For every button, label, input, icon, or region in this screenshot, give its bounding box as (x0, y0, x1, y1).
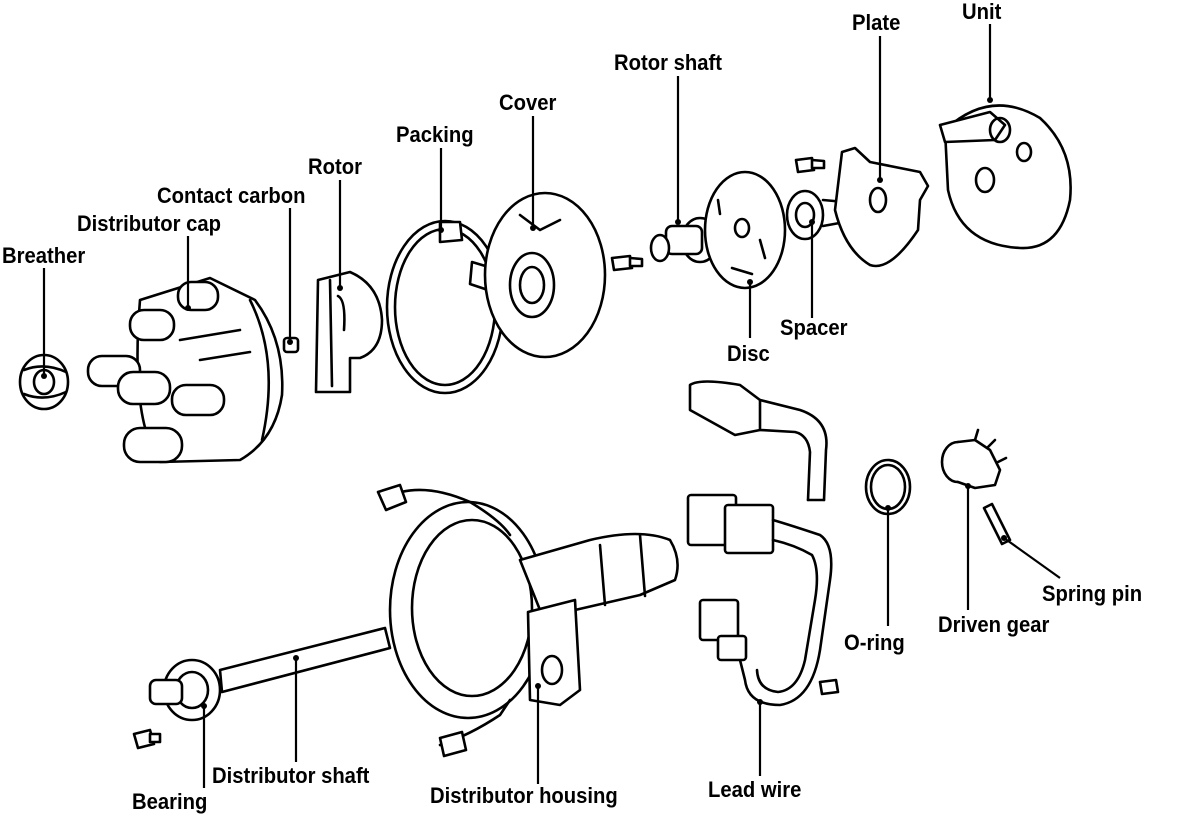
label-packing: Packing (396, 122, 474, 147)
label-rotor: Rotor (308, 154, 362, 179)
label-spring-pin: Spring pin (1042, 581, 1143, 606)
label-lead-wire: Lead wire (708, 777, 802, 802)
distributor-cap-part (86, 276, 284, 464)
label-bearing: Bearing (132, 789, 208, 814)
label-driven-gear: Driven gear (938, 612, 1050, 637)
leader-dots (41, 97, 1007, 709)
distributor-shaft-part (148, 626, 392, 722)
lead-wire-harness-part (686, 493, 833, 707)
label-distributor-cap: Distributor cap (77, 211, 221, 236)
label-spacer: Spacer (780, 315, 848, 340)
screw-parts (132, 156, 840, 750)
packing-part (385, 219, 505, 395)
driven-gear-part (940, 428, 1008, 490)
leader-lines (42, 24, 1061, 788)
rotor-part (314, 270, 384, 394)
label-breather: Breather (2, 243, 86, 268)
distributor-housing-part (376, 483, 679, 758)
lead-wire-upper-part (688, 380, 828, 502)
breather-part (18, 353, 70, 411)
label-distributor-shaft: Distributor shaft (212, 763, 370, 788)
label-cover: Cover (499, 90, 557, 115)
disc-part (703, 170, 787, 290)
spring-pin-part (982, 502, 1012, 546)
unit-part (938, 104, 1072, 250)
plate-part (833, 146, 930, 268)
label-unit: Unit (962, 0, 1002, 24)
label-disc: Disc (727, 341, 770, 366)
label-plate: Plate (852, 10, 901, 35)
cover-part (483, 191, 607, 359)
label-rotor-shaft: Rotor shaft (614, 50, 722, 75)
label-distributor-housing: Distributor housing (430, 783, 618, 808)
spacer-part (785, 189, 847, 241)
label-o-ring: O-ring (844, 630, 905, 655)
label-contact-carbon: Contact carbon (157, 183, 306, 208)
